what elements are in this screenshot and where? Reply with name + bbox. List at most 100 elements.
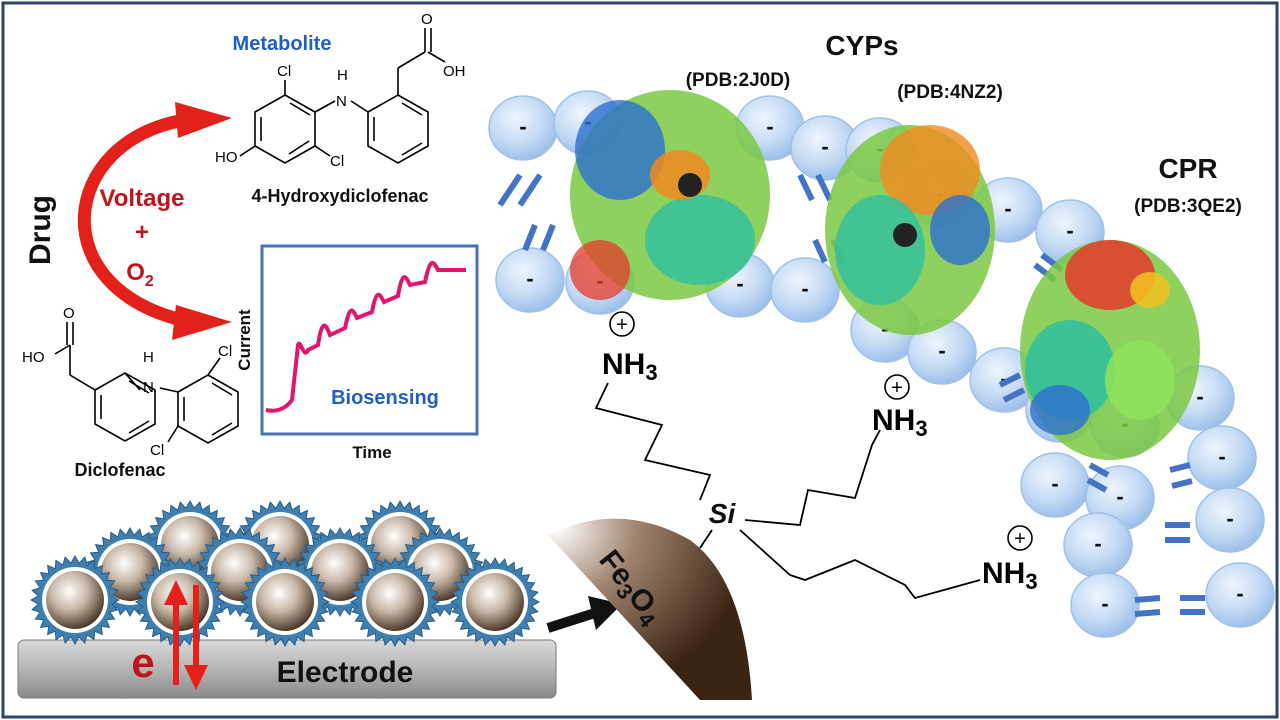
double-bond-line [540, 223, 556, 252]
nanoparticle-core [466, 573, 524, 631]
lipid-sphere-body [1205, 562, 1275, 628]
metabolite-structure [239, 28, 446, 164]
nanoparticle-core [311, 543, 369, 601]
diclofenac-o: O [63, 305, 75, 322]
diclofenac-n: N [143, 379, 154, 396]
lipid-sphere-body [1070, 572, 1140, 638]
metabolite-ho: HO [215, 149, 238, 166]
amine-2-sub: 3 [915, 416, 927, 441]
amine-2-text: NH3 [872, 404, 928, 441]
biosensing-curve [265, 261, 466, 413]
o2-label: O2 [126, 259, 154, 290]
minus-sign: - [1094, 531, 1101, 556]
metabolite-atom-labels: Cl H N Cl HO O OH [215, 11, 466, 170]
double-bond-line [1088, 462, 1110, 478]
minus-sign: - [1218, 444, 1225, 469]
amine-2-plus: + [891, 377, 903, 399]
minus-sign: - [1066, 218, 1073, 243]
double-bond-line [1134, 609, 1161, 617]
metabolite-name: 4-Hydroxydiclofenac [251, 186, 428, 206]
cpr-protein-3qe2 [1020, 240, 1200, 460]
amine-3-sub: 3 [1025, 569, 1037, 594]
minus-sign: - [736, 271, 743, 296]
drug-label: Drug [24, 195, 57, 265]
nanoparticle [449, 556, 541, 648]
double-bond-line [497, 173, 523, 207]
metabolite-oh: OH [443, 63, 466, 80]
plus-label: + [135, 219, 149, 246]
minus-sign: - [519, 114, 526, 139]
cyp-protein-2j0d [570, 90, 770, 300]
diclofenac-ho: HO [22, 349, 45, 366]
lipid-sphere-body [770, 257, 840, 323]
amine-3-text: NH3 [982, 557, 1038, 594]
minus-sign: - [1101, 591, 1108, 616]
electron-label: e [131, 639, 154, 686]
o2-sub: 2 [145, 273, 154, 290]
nanoparticle [239, 556, 331, 648]
amine-group-2: + NH3 [872, 374, 928, 441]
nanoparticle-core [46, 571, 104, 629]
nanoparticle-layer [29, 499, 541, 648]
double-bond-line [815, 173, 833, 202]
pdb-4nz2-label: (PDB:4NZ2) [897, 82, 1003, 103]
double-bond-line [998, 372, 1022, 388]
metabolite-cl-bottom: Cl [330, 153, 344, 170]
diclofenac-name: Diclofenac [74, 460, 165, 480]
minus-sign: - [766, 114, 773, 139]
lipid-sphere: - [1205, 562, 1275, 628]
amine-1-main: NH [602, 348, 645, 381]
lipid-sphere: - [1195, 487, 1265, 553]
double-bond-line [1169, 462, 1191, 473]
nanoparticle [349, 556, 441, 648]
minus-sign: - [526, 266, 533, 291]
metabolite-o: O [421, 11, 433, 28]
double-bond-line [522, 223, 538, 252]
minus-sign: - [1196, 384, 1203, 409]
amine-group-1: + NH3 [602, 311, 658, 385]
lipid-sphere: - [488, 95, 558, 161]
minus-sign: - [821, 134, 828, 159]
reaction-arc-arrow [77, 102, 232, 340]
amine-3-plus: + [1014, 528, 1026, 550]
si-label: Si [709, 498, 737, 529]
double-bond-line [797, 173, 815, 202]
lipid-sphere: - [1063, 512, 1133, 578]
amine-3-main: NH [982, 557, 1025, 590]
minus-sign: - [1226, 506, 1233, 531]
cpr-label: CPR [1158, 153, 1217, 184]
minus-sign: - [801, 276, 808, 301]
lipid-sphere: - [1187, 425, 1257, 491]
amine-1-sub: 3 [645, 360, 657, 385]
minus-sign: - [1000, 366, 1007, 391]
double-bond-line [1134, 595, 1161, 603]
lipid-sphere-body [495, 247, 565, 313]
lipid-sphere: - [1020, 452, 1090, 518]
lipid-sphere-body [1195, 487, 1265, 553]
minus-sign: - [1004, 196, 1011, 221]
biosensing-panel [260, 244, 479, 436]
diclofenac-atom-labels: O HO H N Cl Cl [22, 305, 232, 459]
cyps-label: CYPs [825, 30, 898, 61]
amine-group-3: + NH3 [982, 525, 1038, 594]
double-bond-line [1171, 478, 1193, 489]
biosensing-label: Biosensing [331, 387, 439, 409]
voltage-label: Voltage [100, 185, 185, 212]
diclofenac-structure [54, 322, 239, 444]
minus-sign: - [938, 338, 945, 363]
electron-transfer-arrows [164, 580, 208, 690]
double-bond-line [812, 238, 828, 264]
metabolite-title: Metabolite [233, 33, 332, 55]
amine-2-main: NH [872, 404, 915, 437]
double-bond-line [517, 173, 543, 207]
diclofenac-h: H [143, 349, 154, 366]
metabolite-cl-top: Cl [277, 63, 291, 80]
o2-main: O [126, 259, 145, 286]
aminopropyl-chains [594, 382, 981, 600]
lipid-sphere: - [770, 257, 840, 323]
double-bond-line [1086, 477, 1108, 493]
metabolite-n: N [336, 93, 347, 110]
metabolite-h: H [337, 67, 348, 84]
nanoparticle [29, 554, 121, 646]
